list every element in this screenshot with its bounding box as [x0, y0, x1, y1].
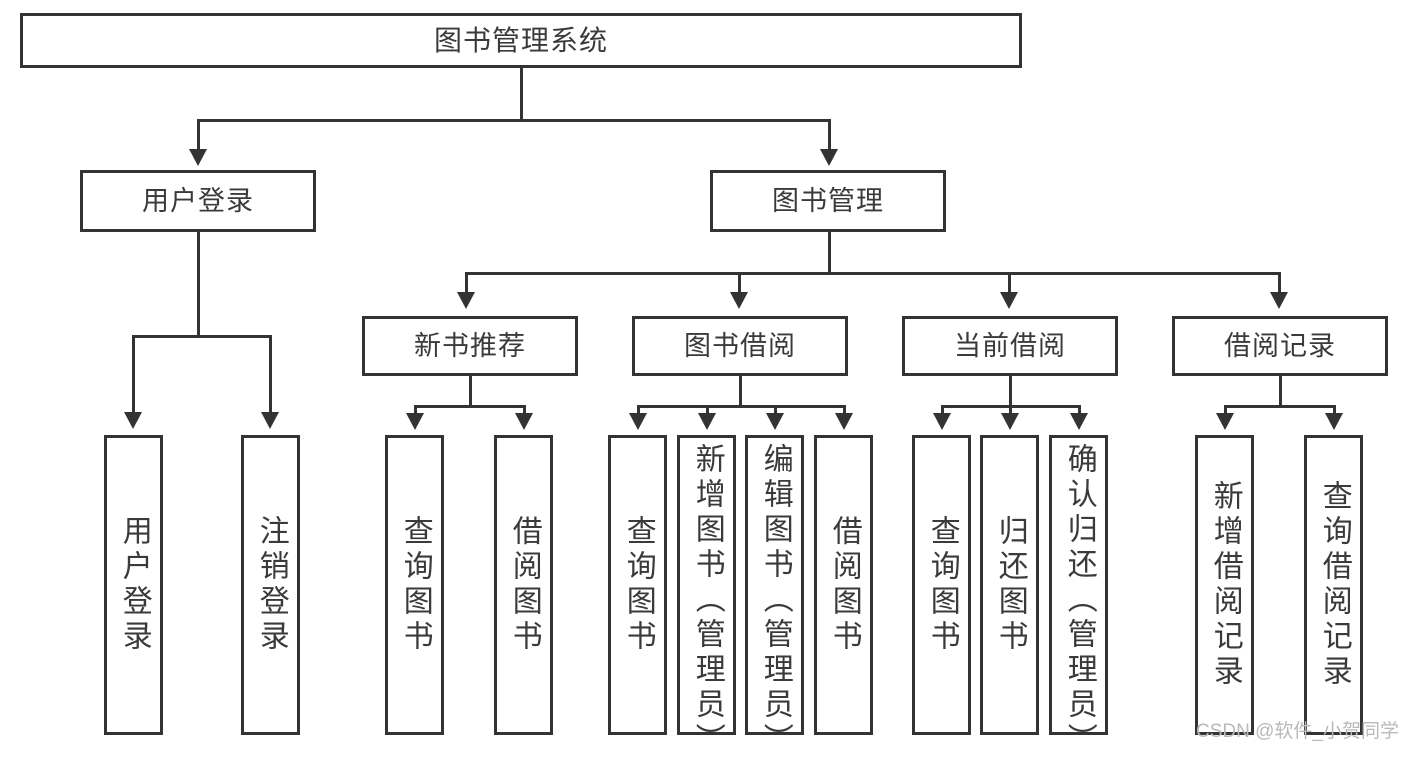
- node-label: 新增借阅记录: [1208, 480, 1242, 690]
- node-label: 新书推荐: [414, 330, 526, 361]
- arrow-bm-to-borrow-record: [1270, 292, 1288, 309]
- leaf-bb-edit-book[interactable]: 编辑图书（管理员）: [745, 435, 804, 758]
- leaf-nbr-query-book[interactable]: 查询图书: [385, 435, 444, 735]
- node-label: 当前借阅: [954, 330, 1066, 361]
- arrow-root-to-book-management: [820, 149, 838, 166]
- arrow-bb-to-borrow-book: [835, 413, 853, 430]
- connector-user-login-drop-2: [269, 335, 272, 415]
- node-label: 图书借阅: [684, 330, 796, 361]
- connector-root-to-book-management: [828, 119, 831, 151]
- arrow-cb-to-query-book: [933, 413, 951, 430]
- connector-root-bus: [197, 119, 831, 122]
- connector-bm-drop-4: [1278, 272, 1281, 294]
- connector-cb-drop-1: [941, 405, 944, 417]
- node-borrow-record[interactable]: 借阅记录: [1172, 316, 1388, 376]
- arrow-cb-to-confirm-return: [1070, 413, 1088, 430]
- node-label: 确认归还（管理员）: [1062, 443, 1096, 758]
- node-current-borrow[interactable]: 当前借阅: [902, 316, 1118, 376]
- connector-br-bus: [1224, 405, 1336, 408]
- arrow-nbr-to-borrow-book: [515, 413, 533, 430]
- leaf-bb-query-book[interactable]: 查询图书: [608, 435, 667, 735]
- connector-br-drop-2: [1333, 405, 1336, 417]
- connector-user-login-stem: [197, 232, 200, 336]
- leaf-br-query-record[interactable]: 查询借阅记录: [1304, 435, 1363, 735]
- node-label: 查询图书: [621, 515, 655, 655]
- node-label: 借阅图书: [507, 515, 541, 655]
- arrow-nbr-to-query-book: [406, 413, 424, 430]
- node-user-login[interactable]: 用户登录: [80, 170, 316, 232]
- node-book-management[interactable]: 图书管理: [710, 170, 946, 232]
- connector-br-stem: [1279, 376, 1282, 408]
- arrow-bm-to-current-borrow: [1000, 292, 1018, 309]
- leaf-cb-query-book[interactable]: 查询图书: [912, 435, 971, 735]
- connector-cb-stem: [1009, 376, 1012, 408]
- connector-bm-drop-3: [1008, 272, 1011, 294]
- node-label: 图书管理: [772, 185, 884, 216]
- node-label: 查询借阅记录: [1317, 480, 1351, 690]
- connector-bm-drop-1: [465, 272, 468, 294]
- arrow-user-login-to-login: [124, 412, 142, 429]
- node-root-book-management-system[interactable]: 图书管理系统: [20, 13, 1022, 68]
- node-label: 借阅图书: [827, 515, 861, 655]
- leaf-bb-borrow-book[interactable]: 借阅图书: [814, 435, 873, 735]
- arrow-user-login-to-logout: [261, 412, 279, 429]
- node-label: 借阅记录: [1224, 330, 1336, 361]
- arrow-bm-to-new-book-recommend: [457, 292, 475, 309]
- connector-bb-drop-2: [706, 405, 709, 417]
- leaf-cb-confirm-return[interactable]: 确认归还（管理员）: [1049, 435, 1108, 758]
- connector-bm-drop-2: [738, 272, 741, 294]
- connector-nbr-drop-2: [523, 405, 526, 417]
- connector-bb-drop-4: [843, 405, 846, 417]
- node-label: 查询图书: [925, 515, 959, 655]
- connector-bb-drop-3: [774, 405, 777, 417]
- connector-book-management-stem: [828, 232, 831, 274]
- connector-cb-drop-3: [1078, 405, 1081, 417]
- leaf-nbr-borrow-book[interactable]: 借阅图书: [494, 435, 553, 735]
- leaf-br-add-record[interactable]: 新增借阅记录: [1195, 435, 1254, 735]
- arrow-br-to-add-record: [1216, 413, 1234, 430]
- connector-nbr-bus: [414, 405, 526, 408]
- node-label: 用户登录: [142, 185, 254, 216]
- arrow-bb-to-edit-book: [766, 413, 784, 430]
- leaf-bb-add-book[interactable]: 新增图书（管理员）: [677, 435, 736, 758]
- arrow-br-to-query-record: [1325, 413, 1343, 430]
- node-label: 编辑图书（管理员）: [758, 443, 792, 758]
- connector-root-stem: [520, 68, 523, 120]
- connector-cb-drop-2: [1009, 405, 1012, 417]
- node-label: 注销登录: [254, 515, 288, 655]
- node-book-borrow[interactable]: 图书借阅: [632, 316, 848, 376]
- node-label: 查询图书: [398, 515, 432, 655]
- leaf-cb-return-book[interactable]: 归还图书: [980, 435, 1039, 735]
- arrow-bb-to-add-book: [698, 413, 716, 430]
- connector-bb-stem: [739, 376, 742, 408]
- csdn-watermark: CSDN @软件_小贺同学: [1196, 721, 1399, 742]
- connector-nbr-drop-1: [414, 405, 417, 417]
- leaf-logout[interactable]: 注销登录: [241, 435, 300, 735]
- leaf-user-login[interactable]: 用户登录: [104, 435, 163, 735]
- connector-book-management-bus: [465, 272, 1280, 275]
- arrow-bm-to-book-borrow: [730, 292, 748, 309]
- connector-root-to-user-login: [197, 119, 200, 151]
- node-label: 新增图书（管理员）: [690, 443, 724, 758]
- node-label: 归还图书: [993, 515, 1027, 655]
- node-label: 用户登录: [117, 515, 151, 655]
- connector-nbr-stem: [469, 376, 472, 408]
- node-new-book-recommend[interactable]: 新书推荐: [362, 316, 578, 376]
- connector-bb-drop-1: [637, 405, 640, 417]
- connector-user-login-drop-1: [132, 335, 135, 415]
- arrow-root-to-user-login: [189, 149, 207, 166]
- arrow-bb-to-query-book: [629, 413, 647, 430]
- arrow-cb-to-return-book: [1001, 413, 1019, 430]
- connector-br-drop-1: [1224, 405, 1227, 417]
- connector-bb-bus: [637, 405, 846, 408]
- connector-user-login-bus: [132, 335, 272, 338]
- node-label: 图书管理系统: [433, 24, 608, 56]
